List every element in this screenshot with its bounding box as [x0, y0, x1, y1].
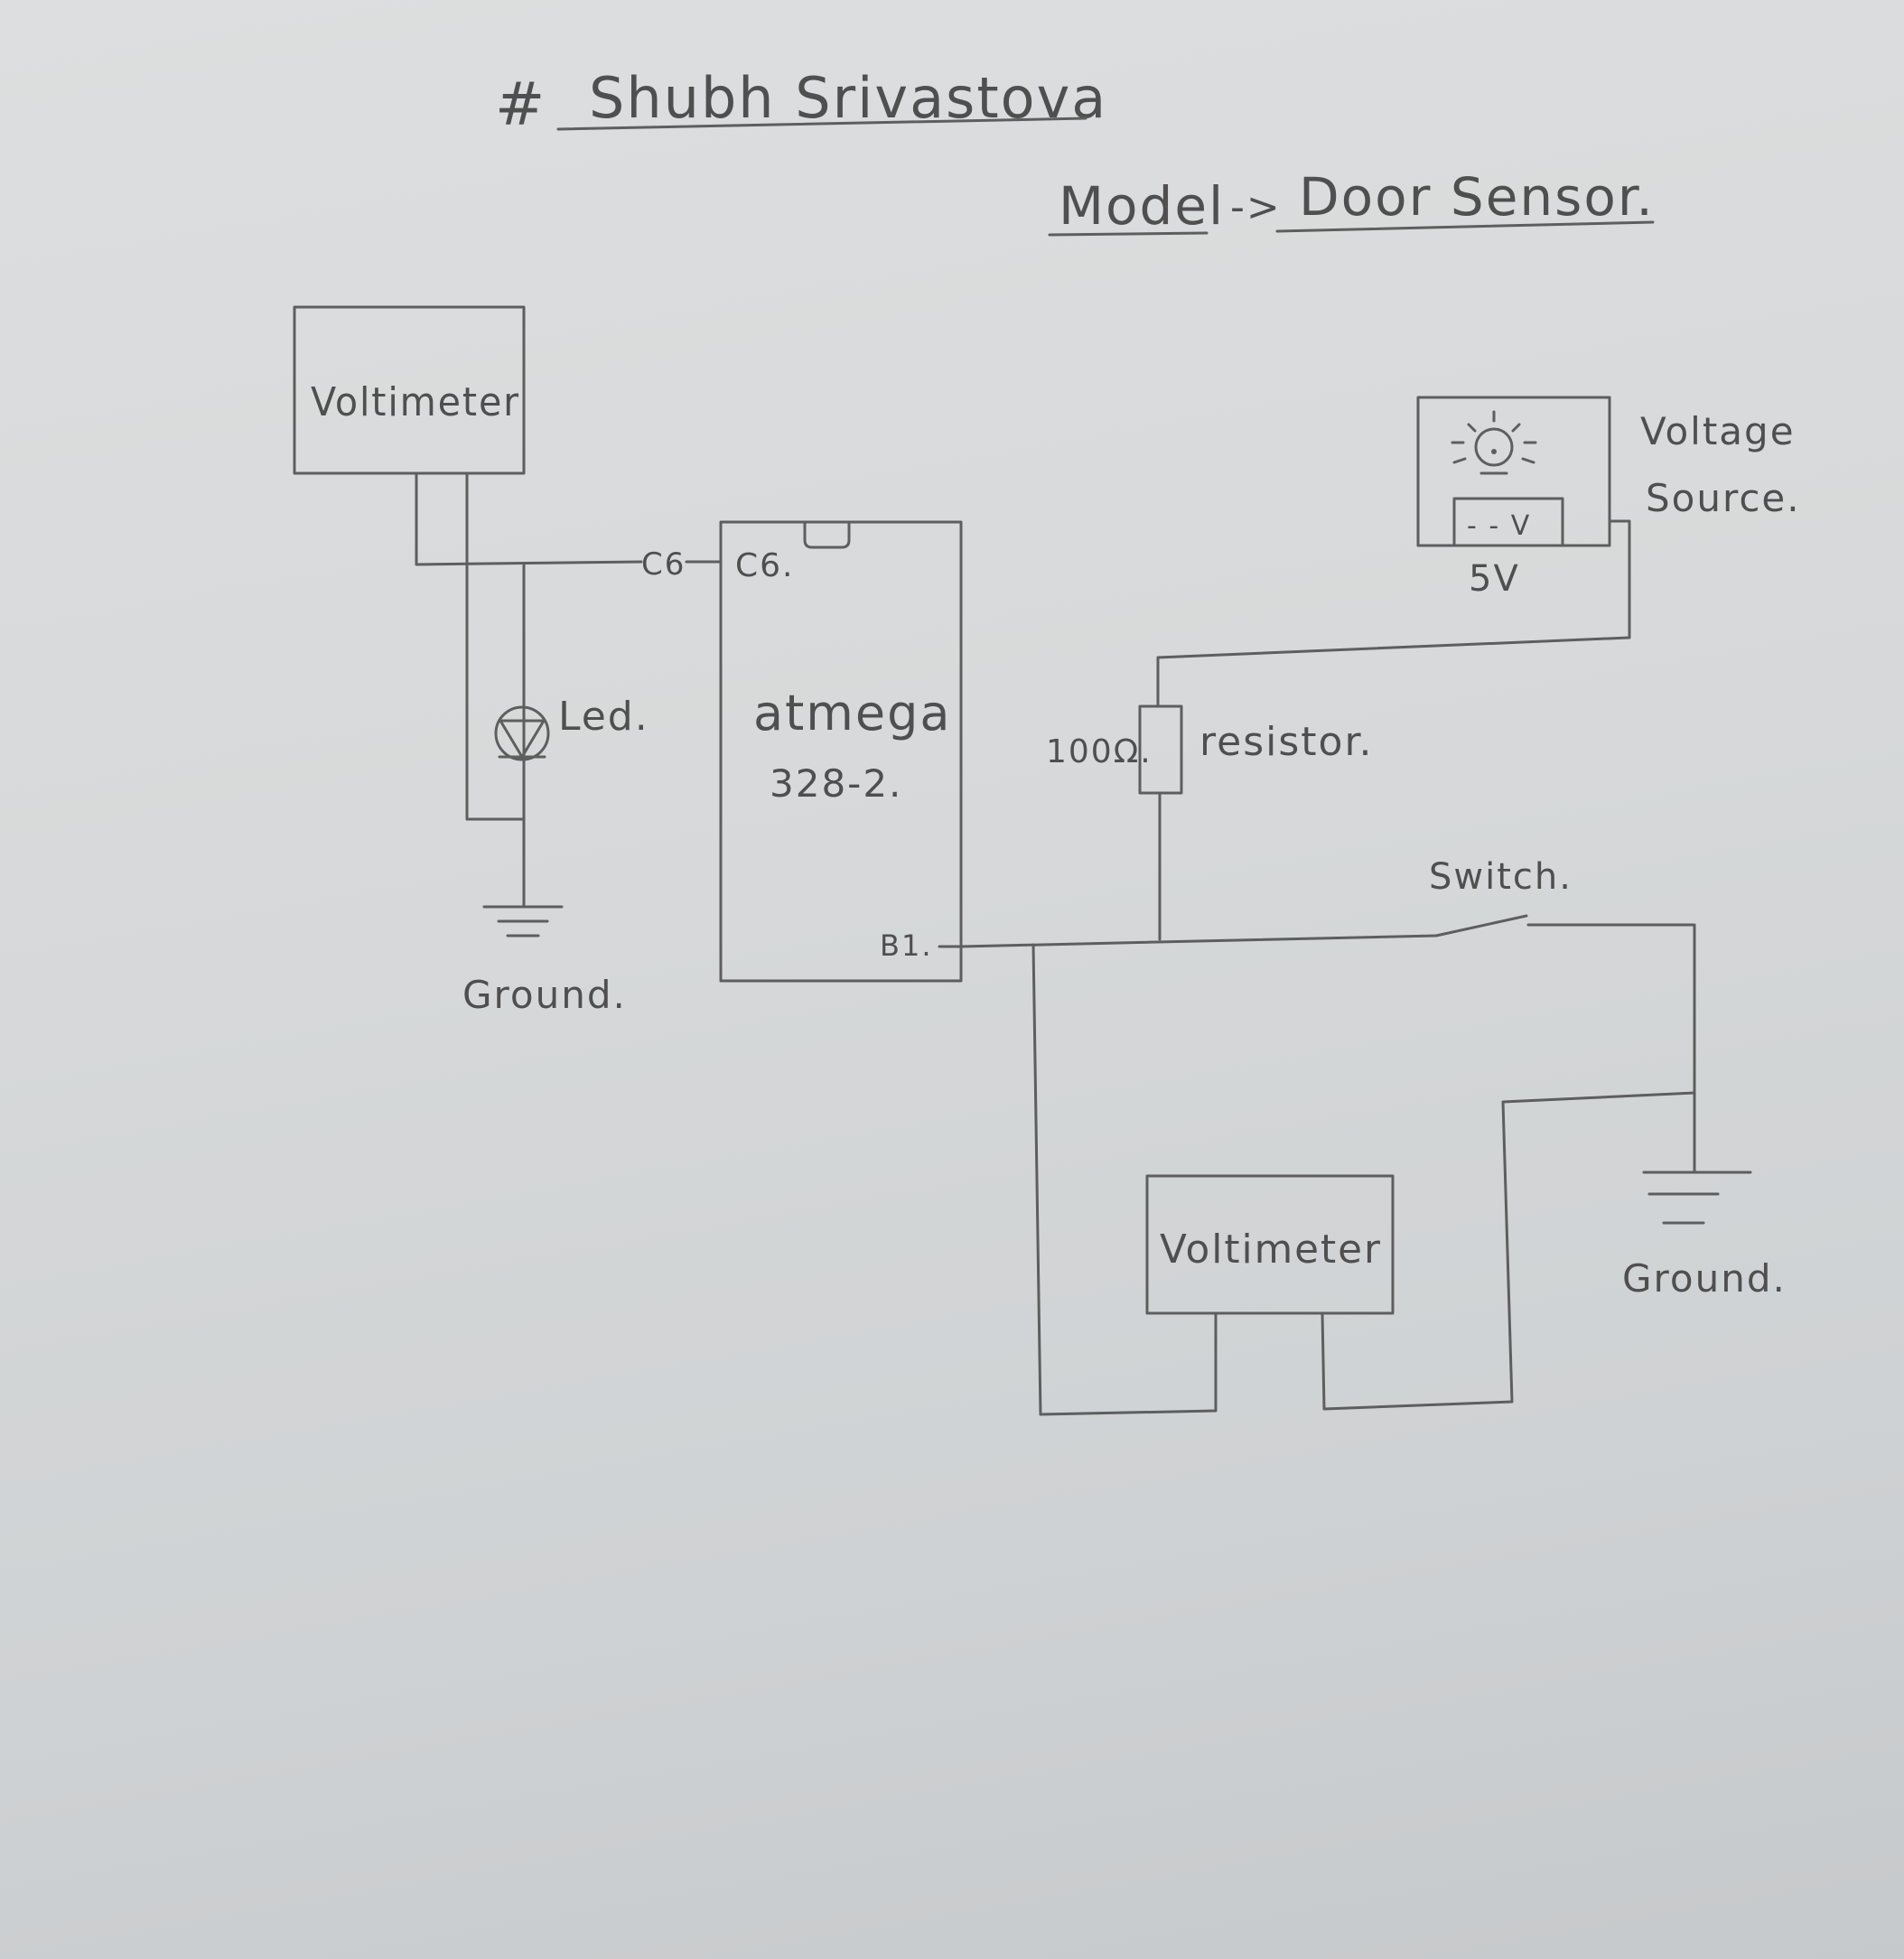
- author-underline: [556, 117, 1087, 131]
- pin-c6-label: C6.: [735, 547, 794, 584]
- voltmeter-to-ground-wire: [1321, 1091, 1696, 1411]
- switch-label: Switch.: [1429, 856, 1573, 898]
- voltmeter-lead-to-c6: [415, 471, 643, 566]
- voltmeter-top-box: [293, 305, 526, 475]
- voltage-source-label-line2: Source.: [1646, 476, 1801, 520]
- model-name-underline: [1275, 220, 1655, 233]
- led-symbol: [494, 705, 550, 761]
- ground-right-label: Ground.: [1622, 1256, 1787, 1301]
- model-label: Model: [1059, 175, 1225, 237]
- atmega-chip: [719, 520, 963, 983]
- resistor-label: resistor.: [1199, 719, 1373, 765]
- atmega-label-line1: atmega: [753, 685, 951, 742]
- b1-bus-wire: [959, 934, 1438, 948]
- voltage-source-display: [1452, 497, 1564, 547]
- bulb-icon: [1451, 410, 1537, 475]
- switch-to-ground-wire: [1526, 923, 1696, 1174]
- source-voltage-value: 5V: [1469, 558, 1520, 600]
- resistor-value: 100Ω.: [1046, 733, 1153, 770]
- voltmeter-bottom-box: [1145, 1174, 1395, 1315]
- voltage-source-label-line1: Voltage: [1640, 409, 1796, 453]
- arrow-symbol: ->: [1230, 184, 1282, 230]
- switch-lever: [1434, 914, 1528, 938]
- pin-b1-label: B1.: [880, 928, 932, 963]
- model-underline: [1048, 231, 1209, 237]
- led-label: Led.: [558, 694, 649, 740]
- b1-to-voltmeter-wire: [1031, 943, 1218, 1416]
- voltmeter-led-loop: [465, 471, 526, 821]
- ground-left-label: Ground.: [462, 973, 627, 1017]
- voltage-source-display-text: - - V: [1467, 510, 1531, 542]
- voltmeter-top-label: Voltimeter: [311, 379, 520, 425]
- author-name: Shubh Srivastova: [589, 65, 1107, 131]
- c6-wire-label: C6: [641, 546, 686, 583]
- model-name: Door Sensor.: [1299, 166, 1655, 228]
- atmega-label-line2: 328-2.: [770, 761, 902, 806]
- led-triangle: [499, 719, 546, 759]
- source-wire: [1156, 519, 1631, 708]
- voltmeter-bottom-label: Voltimeter: [1160, 1227, 1382, 1273]
- chip-notch: [803, 520, 851, 549]
- hash-mark: #: [495, 70, 546, 139]
